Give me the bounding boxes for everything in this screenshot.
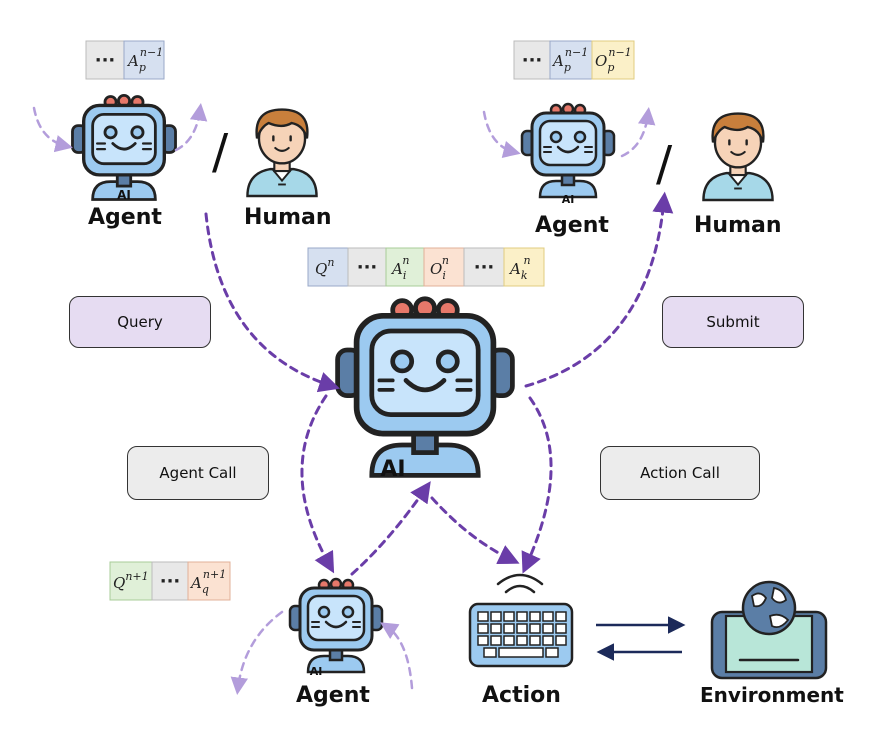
token-q: Qn <box>315 256 334 278</box>
arrow-action-return <box>430 496 520 565</box>
ellipsis: ··· <box>522 50 543 71</box>
ellipsis: ··· <box>95 50 116 71</box>
arrow-light <box>32 106 73 153</box>
environment-icon <box>710 580 828 680</box>
token-a: Apn−1 <box>551 46 588 74</box>
arrow-submit <box>524 191 674 388</box>
keyboard-icon <box>468 573 574 668</box>
separator-slash: / <box>212 124 229 180</box>
robot-icon-center <box>338 299 513 476</box>
arrow-action-call <box>521 396 553 574</box>
action-call-pill: Action Call <box>600 446 760 500</box>
ai-badge: AI <box>117 188 131 202</box>
agent-label-bottom: Agent <box>296 683 370 708</box>
token-strip-bottom: Qn+1 ··· Aqn+1 <box>109 561 231 601</box>
token-q: Qn+1 <box>113 570 149 592</box>
agent-call-pill: Agent Call <box>127 446 269 500</box>
token-strip-center: Qn ··· Ain Oin ··· Akn <box>307 247 545 287</box>
token-a: Apn−1 <box>126 46 163 74</box>
token-strip-top-right: ··· Apn−1 Opn−1 <box>513 40 635 80</box>
arrow-query <box>204 212 340 393</box>
human-icon-top-left <box>246 108 318 198</box>
ai-badge: AI <box>310 665 323 678</box>
environment-label: Environment <box>700 683 844 707</box>
human-label-top-right: Human <box>694 213 782 238</box>
submit-pill: Submit <box>662 296 804 348</box>
agent-label-top-right: Agent <box>535 213 609 238</box>
arrow-light <box>620 107 656 158</box>
human-label-top-left: Human <box>244 205 332 230</box>
query-pill: Query <box>69 296 211 348</box>
token-a-k: Akn <box>508 254 531 282</box>
ellipsis: ··· <box>160 571 181 592</box>
human-icon-top-right <box>702 112 774 202</box>
separator-slash: / <box>656 136 673 192</box>
token-o: Opn−1 <box>595 46 632 74</box>
ai-badge: AI <box>380 457 405 482</box>
ellipsis: ··· <box>474 257 495 278</box>
token-a-i: Ain <box>390 254 409 282</box>
arrow-light <box>174 103 208 152</box>
arrow-agent-return <box>350 481 431 576</box>
robot-icon-top-right <box>520 102 616 199</box>
token-o-i: Oin <box>430 254 449 282</box>
action-label: Action <box>482 683 561 708</box>
token-strip-top-left: ··· Apn−1 <box>85 40 165 80</box>
arrow-agent-call <box>300 394 335 574</box>
ellipsis: ··· <box>357 257 378 278</box>
token-a: Aqn+1 <box>189 568 226 596</box>
arrow-light <box>230 610 284 695</box>
arrow-light <box>482 110 521 158</box>
ai-badge: AI <box>562 193 575 206</box>
robot-icon-bottom <box>288 577 384 674</box>
robot-icon-top-left <box>70 93 178 202</box>
arrow-light <box>380 622 414 690</box>
agent-label-top-left: Agent <box>88 205 162 230</box>
